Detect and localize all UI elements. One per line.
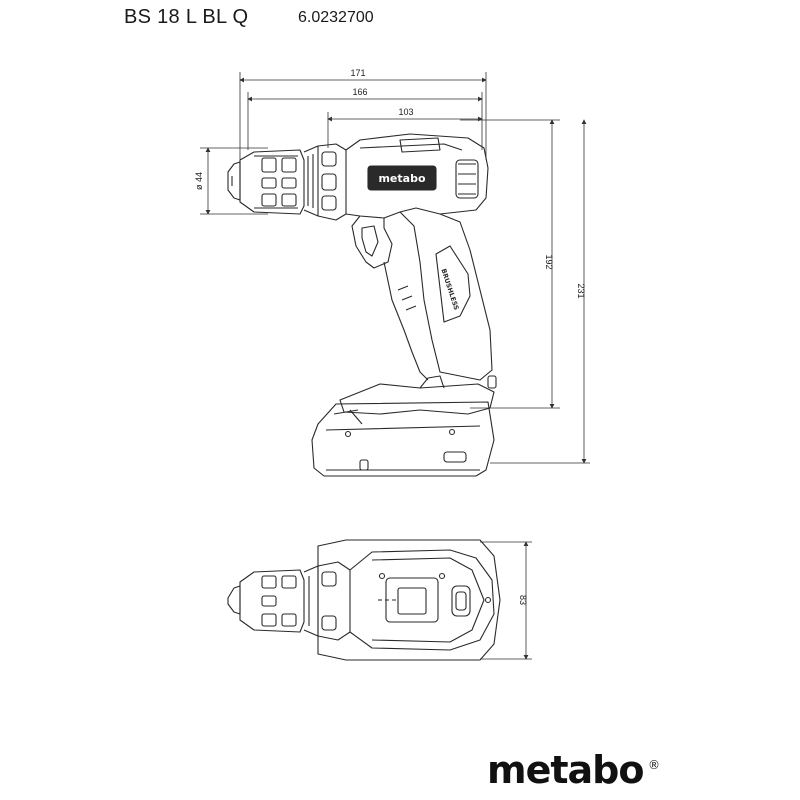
title-row: BS 18 L BL Q 6.0232700 xyxy=(0,4,800,34)
housing-logo: metabo xyxy=(378,172,425,185)
drill-top-view xyxy=(227,539,501,661)
top-view-dimensions xyxy=(480,541,532,660)
article-number: 6.0232700 xyxy=(298,9,374,26)
dim-83: 83 xyxy=(518,595,528,605)
dim-103: 103 xyxy=(398,107,413,117)
dim-166: 166 xyxy=(352,87,367,97)
dim-171: 171 xyxy=(350,68,365,78)
brand-logo: metabo xyxy=(487,748,644,792)
handle-label: BRUSHLESS xyxy=(439,268,460,312)
drill-side-view: metabo BRUSHLESS xyxy=(227,133,497,477)
dim-192: 192 xyxy=(544,254,554,269)
dim-chuck-diameter: ø 44 xyxy=(194,172,204,190)
registered-mark: ® xyxy=(648,758,660,772)
side-view-dimension-labels: 171 166 103 ø 44 192 231 xyxy=(194,68,586,299)
side-view-dimensions xyxy=(200,72,590,464)
dim-231: 231 xyxy=(576,283,586,298)
model-name: BS 18 L BL Q xyxy=(124,6,249,28)
